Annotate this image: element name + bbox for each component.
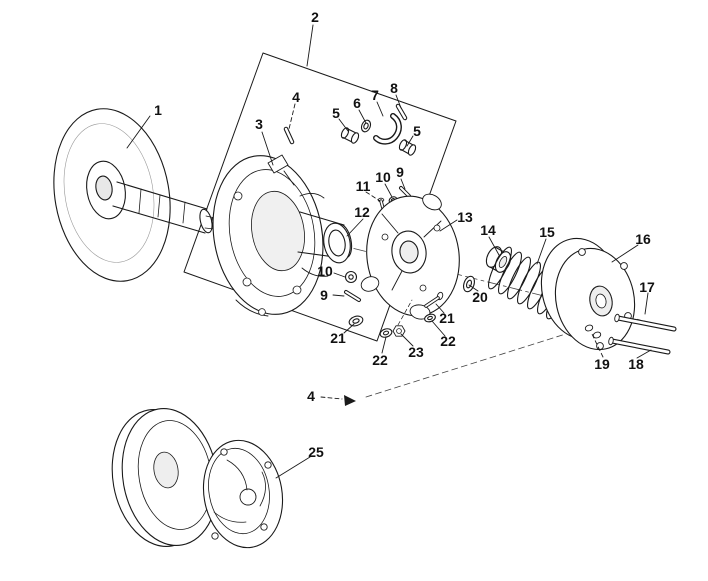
callout-part-5-right: 5 (413, 123, 421, 139)
callout-part-13: 13 (457, 209, 473, 225)
bolts-art (608, 313, 677, 355)
callout-part-19: 19 (594, 356, 610, 372)
callout-part-1: 1 (154, 102, 162, 118)
assembly-bounding-box (183, 52, 457, 342)
callout-part-14: 14 (480, 222, 496, 238)
callout-part-15: 15 (539, 224, 555, 240)
callout-part-20: 20 (472, 289, 488, 305)
callout-part-11: 11 (355, 178, 371, 194)
callout-part-9-top: 9 (396, 164, 404, 180)
callout-part-10-top: 10 (375, 169, 391, 185)
callout-part-16: 16 (635, 231, 651, 247)
callout-part-6: 6 (353, 95, 361, 111)
callout-part-18: 18 (628, 356, 644, 372)
callout-part-21-left: 21 (330, 330, 346, 346)
fixed-sheave-art (53, 108, 219, 282)
callout-part-7: 7 (371, 87, 379, 103)
callout-part-10-bottom: 10 (317, 263, 333, 279)
callout-part-21-right: 21 (439, 310, 455, 326)
callout-part-5-left: 5 (332, 105, 340, 121)
callout-part-4-bottom: 4 (307, 388, 315, 404)
spider-art (323, 186, 475, 338)
callout-part-22-left: 22 (372, 352, 388, 368)
callout-part-12: 12 (354, 204, 370, 220)
callout-part-2: 2 (311, 9, 319, 25)
callout-part-4-top: 4 (292, 89, 300, 105)
callout-part-3: 3 (255, 116, 263, 132)
leader-lines (126, 24, 652, 479)
cover-art (540, 237, 636, 351)
assembly-direction-arrow (344, 395, 356, 406)
callout-part-17: 17 (639, 279, 655, 295)
assembled-clutch-art (111, 408, 284, 549)
callout-part-22-right: 22 (440, 333, 456, 349)
small-parts-art (283, 103, 417, 156)
callout-part-8: 8 (390, 80, 398, 96)
callout-part-25: 25 (308, 444, 324, 460)
callout-part-9-bottom: 9 (320, 287, 328, 303)
callout-part-23: 23 (408, 344, 424, 360)
